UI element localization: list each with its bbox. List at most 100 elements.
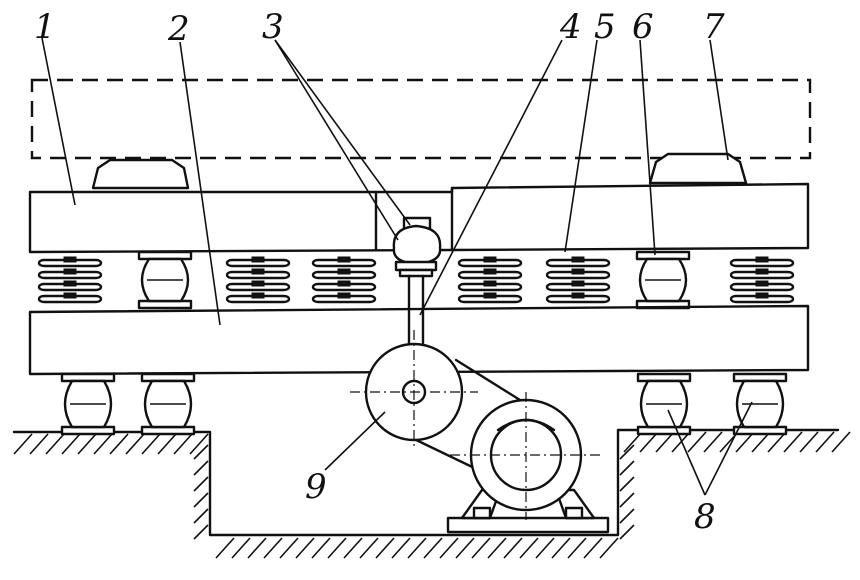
ground-hatch — [247, 537, 267, 559]
spring-clip — [755, 268, 769, 275]
ground-hatch — [551, 537, 571, 559]
label-7: 7 — [703, 7, 725, 47]
ground-hatch — [157, 433, 177, 455]
support-cushion — [636, 372, 692, 436]
spring-clip — [483, 268, 497, 275]
ground-hatch — [13, 433, 33, 455]
ground-hatch — [45, 433, 65, 455]
ground-hatch — [215, 537, 235, 559]
spring-stack — [311, 256, 377, 304]
ground-hatch — [93, 433, 113, 455]
ground-hatch — [703, 431, 723, 453]
ground-hatch — [391, 537, 411, 559]
support-cushion — [732, 372, 788, 436]
middle-cushion — [635, 250, 691, 310]
spring-clip — [483, 280, 497, 287]
ground-hatch — [359, 537, 379, 559]
label-6: 6 — [632, 7, 654, 47]
ground-hatch — [311, 537, 331, 559]
ground-hatch — [487, 537, 507, 559]
ground-hatch — [193, 524, 209, 540]
ground-hatch — [263, 537, 283, 559]
ground-hatch — [519, 537, 539, 559]
ground-hatch — [815, 431, 835, 453]
ground-hatch — [61, 433, 81, 455]
label-9: 9 — [305, 467, 327, 507]
ground-hatch — [279, 537, 299, 559]
ground-hatch — [193, 444, 209, 460]
cushion-row-middle — [137, 250, 691, 310]
label-5: 5 — [594, 7, 616, 47]
ground-hatch — [619, 492, 635, 508]
spring-clip — [337, 280, 351, 287]
ground-hatch — [655, 431, 675, 453]
ground-hatch — [619, 444, 635, 460]
spring-clip — [63, 268, 77, 275]
lower-table — [28, 304, 810, 376]
ground-hatch — [619, 508, 635, 524]
ground-hatch — [671, 431, 691, 453]
ground-hatch — [471, 537, 491, 559]
spring-clip — [755, 256, 769, 263]
spring-clip — [571, 268, 585, 275]
ground-hatch — [799, 431, 819, 453]
support-cushions — [60, 372, 788, 436]
spring-clip — [755, 292, 769, 299]
spring-clip — [755, 280, 769, 287]
ground — [12, 428, 851, 559]
ground-hatch — [639, 431, 659, 453]
support-cushion — [60, 372, 116, 436]
ground-hatch — [503, 537, 523, 559]
ground-hatch — [231, 537, 251, 559]
spring-stack — [37, 256, 103, 304]
spring-clip — [337, 292, 351, 299]
ground-hatch — [535, 537, 555, 559]
spring-clip — [63, 256, 77, 263]
spring-clip — [251, 256, 265, 263]
ground-hatch — [583, 537, 603, 559]
spring-stack — [729, 256, 795, 304]
label-3: 3 — [262, 7, 284, 47]
ground-hatch — [687, 431, 707, 453]
ground-hatch — [619, 524, 635, 540]
ground-hatch — [125, 433, 145, 455]
connecting-rod — [407, 274, 425, 352]
ground-hatch — [439, 537, 459, 559]
spring-clip — [63, 280, 77, 287]
ground-hatch — [193, 476, 209, 492]
center-lines — [350, 330, 600, 520]
ground-hatch — [567, 537, 587, 559]
ground-hatch — [783, 431, 803, 453]
ground-hatch — [193, 508, 209, 524]
ground-hatch — [619, 460, 635, 476]
middle-cushion — [137, 250, 193, 310]
ground-hatch — [599, 537, 619, 559]
spring-clip — [337, 256, 351, 263]
spring-clip — [483, 292, 497, 299]
ground-hatch — [29, 433, 49, 455]
ground-hatch — [189, 433, 209, 455]
motor-base — [446, 488, 610, 534]
spring-clip — [571, 292, 585, 299]
ground-hatch — [327, 537, 347, 559]
spring-stack — [457, 256, 523, 304]
ground-hatch — [735, 431, 755, 453]
ground-hatch — [173, 433, 193, 455]
ground-hatch — [343, 537, 363, 559]
spring-clip — [251, 292, 265, 299]
ground-hatch — [831, 431, 851, 453]
spring-clip — [251, 280, 265, 287]
label-8: 8 — [694, 497, 716, 537]
label-4: 4 — [559, 7, 582, 47]
ground-hatch — [455, 537, 475, 559]
ground-hatch — [193, 460, 209, 476]
ground-hatch — [109, 433, 129, 455]
dashed-load-outline — [30, 78, 812, 160]
label-1: 1 — [34, 7, 56, 47]
leader-lines — [41, 37, 753, 496]
ground-hatch — [193, 492, 209, 508]
top-pad-right — [648, 152, 748, 185]
spring-clip — [63, 292, 77, 299]
ground-hatch — [619, 476, 635, 492]
